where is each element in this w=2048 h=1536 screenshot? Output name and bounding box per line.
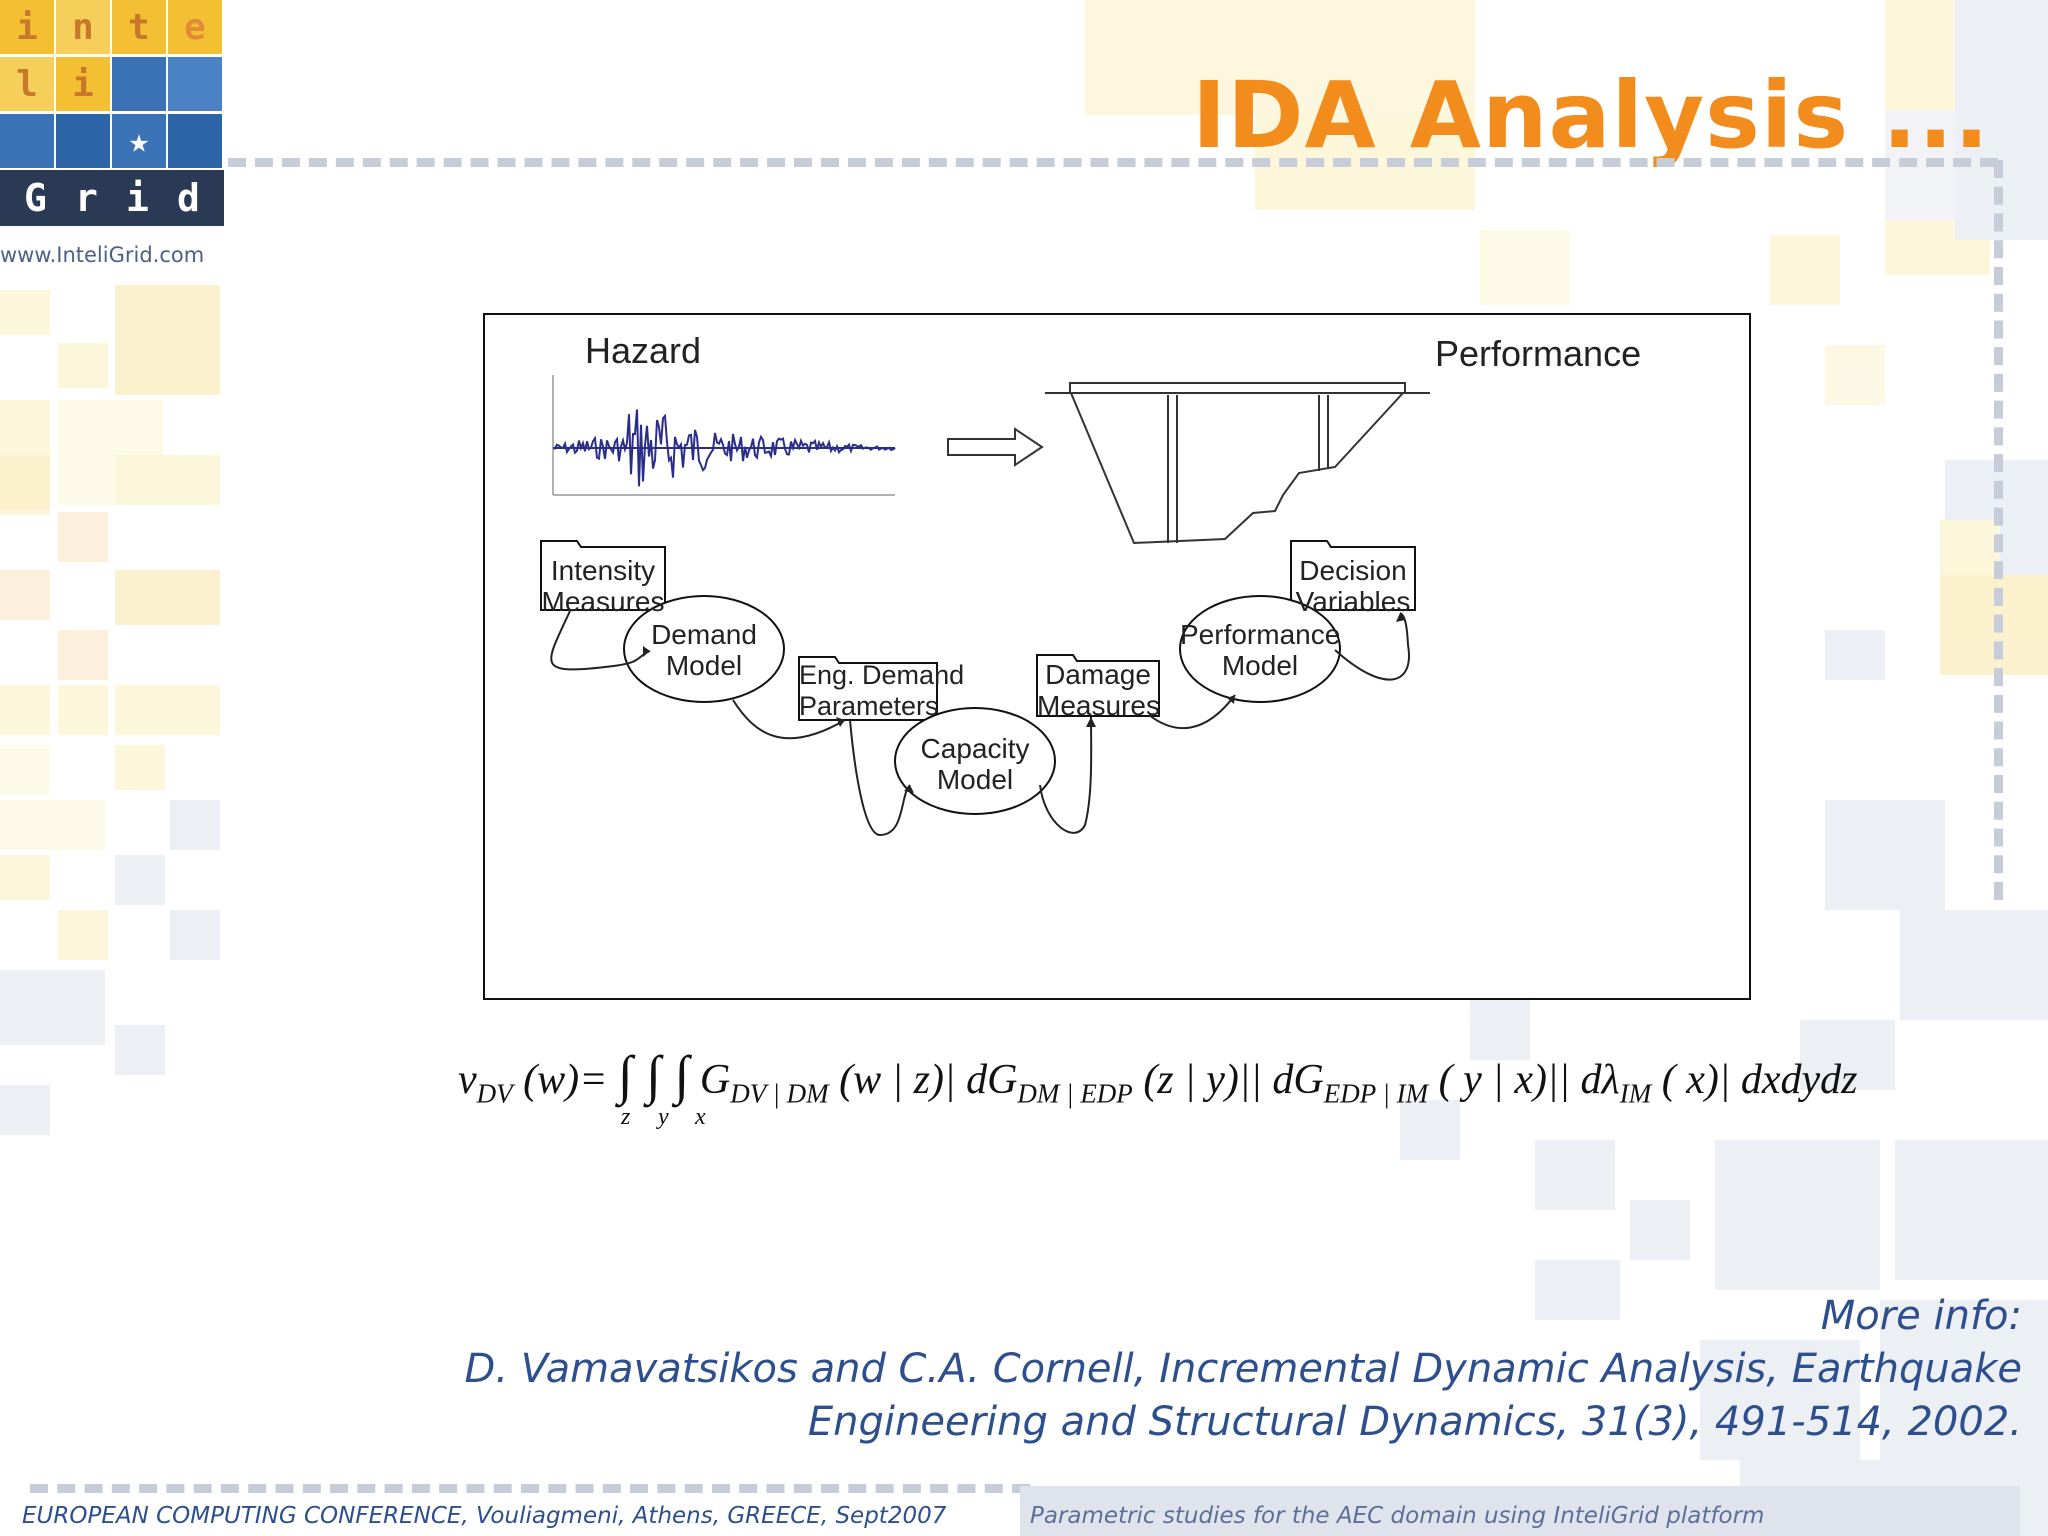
- label-line: Measures: [1037, 690, 1160, 721]
- formula-limit: z: [621, 1104, 631, 1130]
- formula-limit: x: [695, 1104, 706, 1130]
- logo-bar-letter: G: [24, 176, 47, 220]
- logo-square: [0, 114, 54, 168]
- formula-sub: DV: [476, 1078, 513, 1109]
- logo-url[interactable]: www.InteliGrid.com: [0, 243, 205, 267]
- formula-part: (w)=: [523, 1057, 608, 1103]
- divider-right: [1994, 160, 2003, 900]
- label-line: Measures: [541, 586, 665, 617]
- logo-letter: l: [0, 57, 54, 111]
- formula-part: (w | z)| dG: [839, 1057, 1018, 1103]
- logo-square: [168, 57, 222, 111]
- label-line: Decision: [1299, 555, 1407, 586]
- formula-integrals: ∫ ∫ ∫: [617, 1045, 690, 1105]
- label-line: Parameters: [799, 691, 939, 721]
- box-eng-demand-parameters: [798, 656, 938, 721]
- ida-diagram: Hazard Performance Intensity Measures De…: [483, 313, 1751, 1000]
- formula-sub: IM: [1619, 1078, 1652, 1109]
- ellipse-performance-model: [1179, 595, 1341, 703]
- footer-topic-bar: Parametric studies for the AEC domain us…: [1020, 1486, 2020, 1536]
- label-eng-demand-parameters: Eng. Demand Parameters: [799, 660, 965, 722]
- formula-part: ( y | x)|| dλ: [1438, 1057, 1620, 1103]
- logo-bar-letter: i: [126, 176, 149, 220]
- logo-letter: n: [56, 0, 110, 54]
- label-line: Demand: [651, 619, 757, 650]
- formula-sub: EDP | IM: [1323, 1078, 1429, 1109]
- label-demand-model: Demand Model: [624, 619, 784, 681]
- arrow-heads: [643, 613, 1405, 793]
- label-line: Eng. Demand: [799, 660, 965, 690]
- formula-sub: DV | DM: [730, 1078, 829, 1109]
- box-intensity-measures: [540, 540, 666, 611]
- box-damage-measures: [1036, 654, 1160, 717]
- reference-line: Engineering and Structural Dynamics, 31(…: [807, 1399, 2022, 1445]
- bridge-graphic: [1045, 382, 1430, 545]
- label-line: Capacity: [920, 733, 1030, 764]
- diagram-graphics: [540, 375, 1430, 837]
- logo-letter: i: [0, 0, 54, 54]
- formula-sub: DM | EDP: [1017, 1078, 1133, 1109]
- logo-square: [112, 57, 166, 111]
- label-decision-variables: Decision Variables: [1291, 555, 1415, 617]
- formula-expression: vDV (w)= ∫ ∫ ∫ GDV | DM (w | z)| dGDM | …: [458, 1044, 1858, 1109]
- logo-letter: t: [112, 0, 166, 54]
- formula-part: ( x)| dxdydz: [1661, 1057, 1858, 1103]
- star-icon: ★: [112, 114, 166, 168]
- label-line: Model: [665, 650, 743, 681]
- ida-formula: vDV (w)= ∫ ∫ ∫ GDV | DM (w | z)| dGDM | …: [458, 1040, 1858, 1140]
- label-line: Damage: [1045, 659, 1151, 690]
- label-line: Model: [936, 764, 1014, 795]
- performance-label: Performance: [1435, 333, 1642, 374]
- logo-letter: i: [56, 57, 110, 111]
- logo-bar-letter: r: [75, 176, 98, 220]
- more-info: More info: D. Vamavatsikos and C.A. Corn…: [465, 1290, 2022, 1449]
- label-line: Intensity: [550, 555, 656, 586]
- connector-curves: [550, 610, 1410, 837]
- footer-conference: EUROPEAN COMPUTING CONFERENCE, Vouliagme…: [22, 1503, 947, 1529]
- divider-top: [228, 158, 1998, 167]
- seismogram-wave: [552, 409, 896, 487]
- hazard-label: Hazard: [585, 330, 702, 371]
- ellipse-capacity-model: [894, 707, 1056, 815]
- divider-bottom: [30, 1484, 1030, 1493]
- seismogram-axes: [552, 375, 895, 496]
- logo-square: [168, 114, 222, 168]
- formula-part: (z | y)|| dG: [1143, 1057, 1324, 1103]
- label-line: Model: [1221, 650, 1299, 681]
- logo-letter: e: [168, 0, 222, 54]
- reference-line: D. Vamavatsikos and C.A. Cornell, Increm…: [464, 1346, 2022, 1392]
- label-line: Performance: [1180, 619, 1341, 650]
- label-intensity-measures: Intensity Measures: [541, 555, 665, 617]
- label-line: Variables: [1295, 586, 1411, 617]
- label-damage-measures: Damage Measures: [1037, 659, 1160, 721]
- label-performance-model: Performance Model: [1180, 619, 1340, 681]
- label-capacity-model: Capacity Model: [895, 733, 1055, 795]
- footer-topic: Parametric studies for the AEC domain us…: [1030, 1503, 1765, 1529]
- flow-arrow: [947, 427, 1044, 467]
- formula-part: v: [458, 1057, 477, 1103]
- formula-part: G: [699, 1057, 731, 1103]
- ellipse-demand-model: [623, 595, 785, 703]
- logo-bar-letter: d: [177, 176, 200, 220]
- inteligrid-logo: i n t e l i ★ G r i d: [0, 0, 224, 226]
- more-info-heading: More info:: [1820, 1293, 2022, 1339]
- logo-grid-bar: G r i d: [0, 170, 224, 226]
- slide-title: IDA Analysis ...: [1191, 62, 1990, 169]
- logo-square: [56, 114, 110, 168]
- formula-limit: y: [658, 1104, 669, 1130]
